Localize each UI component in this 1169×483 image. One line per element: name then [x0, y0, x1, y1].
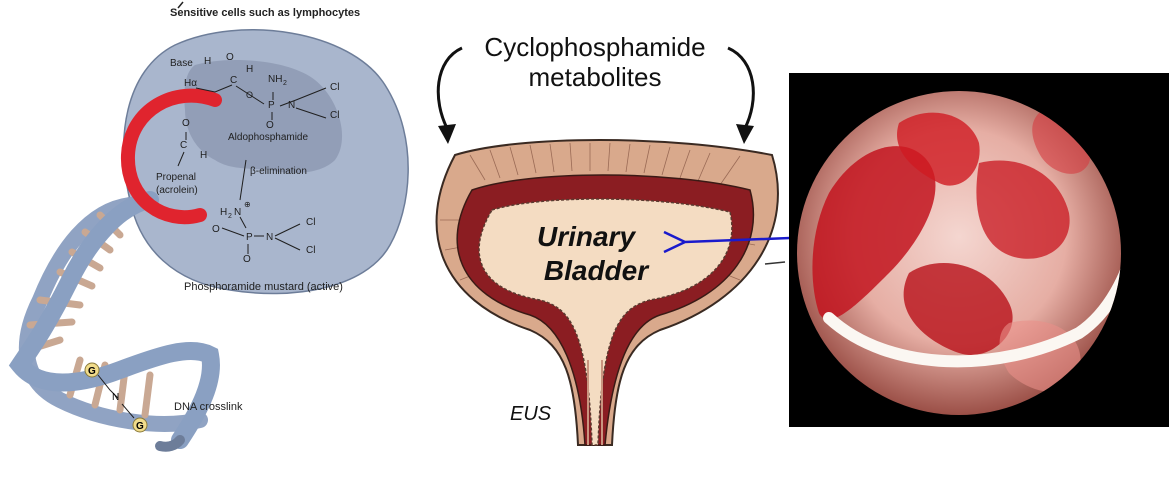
label-h2n: H [220, 207, 227, 218]
organ-label-line1: Urinary [537, 221, 636, 252]
label-phosphoramide-mustard: Phosphoramide mustard (active) [184, 281, 343, 293]
bladder-svg: Cyclophosphamide metabolites Urinary Bla… [435, 32, 791, 446]
guanine-bottom [132, 417, 148, 433]
label-o1: O [226, 52, 234, 63]
mechanism-illustration: Sensitive cells such as lymphocytes Base… [0, 0, 420, 478]
guanine-top [84, 362, 100, 378]
label-nh2: NH [268, 74, 282, 85]
label-h2n-sub: 2 [228, 213, 232, 220]
label-c1: C [230, 75, 237, 86]
label-o4: O [182, 118, 190, 129]
label-n3: N [112, 392, 119, 403]
header-text: Sensitive cells such as lymphocytes [170, 7, 360, 19]
mechanism-svg: Sensitive cells such as lymphocytes Base… [8, 1, 409, 452]
label-g1: G [88, 366, 96, 377]
header-arrow [177, 1, 184, 9]
label-p2: P [246, 232, 253, 243]
cystoscopy-photo [789, 73, 1169, 427]
label-acrolein: (acrolein) [156, 185, 198, 196]
label-plus-charge: ⊕ [244, 200, 251, 209]
organ-label-line2: Bladder [544, 255, 650, 286]
label-base: Base [170, 58, 193, 69]
right-arrowhead [736, 124, 754, 144]
label-dna-crosslink: DNA crosslink [174, 401, 243, 413]
hemorrhage-patches [812, 111, 1091, 392]
label-cl1: Cl [330, 82, 339, 93]
title-line2: metabolites [529, 62, 662, 92]
label-n2: N [266, 232, 273, 243]
crosslink-bond [97, 374, 119, 399]
label-h3: H [200, 150, 207, 161]
label-h2: H [246, 64, 253, 75]
label-cl3: Cl [306, 217, 315, 228]
label-o-minus: O [212, 224, 220, 235]
left-arrowhead [438, 124, 456, 144]
eus-label: EUS [510, 403, 552, 425]
crosslink-bond-2 [121, 403, 135, 419]
left-arrow [436, 46, 463, 131]
label-p1: P [268, 100, 275, 111]
bladder-illustration: Cyclophosphamide metabolites Urinary Bla… [400, 0, 791, 478]
label-o3: O [266, 120, 274, 131]
label-cl2: Cl [330, 110, 339, 121]
dna-strand-front [8, 191, 220, 449]
label-g2: G [136, 421, 144, 432]
label-h-alpha: Hα [184, 78, 197, 89]
bladder-lumen [478, 198, 733, 446]
label-aldophosphamide: Aldophosphamide [228, 132, 308, 143]
label-cl4: Cl [306, 245, 315, 256]
label-o5: O [243, 254, 251, 265]
dna-strand-tail [155, 435, 185, 452]
title-line1: Cyclophosphamide [484, 32, 705, 62]
label-h1: H [204, 56, 211, 67]
highlight-arc [120, 88, 222, 225]
label-n1: N [288, 100, 295, 111]
urethra-lines [587, 360, 603, 445]
label-c2: C [180, 140, 187, 151]
right-arrow [727, 46, 755, 131]
tick-mark [764, 261, 786, 265]
label-propenal: Propenal [156, 172, 196, 183]
label-nh2-sub: 2 [283, 80, 287, 87]
pointer-line [663, 230, 791, 254]
label-beta-elimination: β-elimination [250, 166, 307, 177]
light-reflection-arc [823, 237, 1121, 368]
bond-lines [177, 84, 327, 254]
cystoscopy-svg [789, 73, 1169, 427]
label-n-plus: N [234, 207, 241, 218]
